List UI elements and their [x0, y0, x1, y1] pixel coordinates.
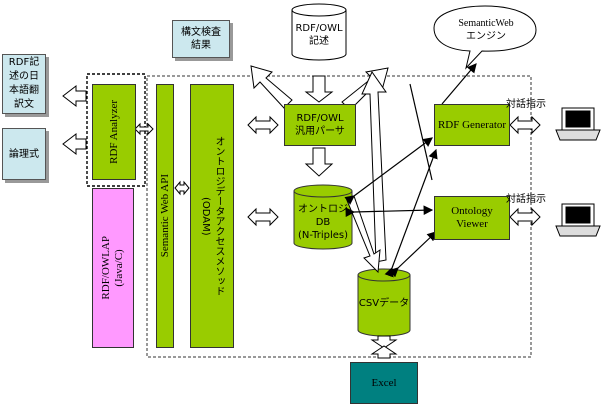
syntax-result-note: 構文検査 結果 [172, 20, 230, 58]
semantic-engine-label: SemanticWeb エンジン [458, 18, 514, 42]
csv-data-label: CSVデータ [358, 297, 410, 309]
arrow-parser-db [304, 147, 334, 177]
rdf-analyzer-box: RDF Analyzer [92, 84, 136, 180]
onto-db-cylinder [293, 184, 353, 250]
ontology-viewer-box: Ontology Viewer [434, 196, 510, 240]
arrow-generator-dialog [509, 115, 541, 135]
onto-db-label: オントロジ DB (N-Triples) [298, 203, 348, 241]
rdf-generator-box: RDF Generator [434, 104, 510, 146]
rdf-analyzer-label: RDF Analyzer [107, 100, 120, 164]
semantic-web-api-box: Semantic Web API [156, 84, 174, 348]
line-generator-engine [441, 63, 477, 105]
odam-box: オントロジデータアクセスメソッド (ODAM) [190, 84, 234, 348]
dialog-label-viewer: 対話指示 [506, 194, 546, 205]
arrow-api-odam [174, 180, 190, 196]
laptop-icon-2 [555, 203, 601, 237]
line-db-generator [344, 137, 433, 205]
logic-expression-note: 論理式 [2, 128, 46, 180]
line-db-viewer [345, 205, 434, 218]
arrow-to-translation [62, 84, 87, 108]
rdf-owl-parser-box: RDF/OWL 汎用パーサ [284, 104, 356, 146]
arrow-doc-parser [304, 75, 334, 103]
rdf-translation-note: RDF記 述の日 本語翻 訳文 [2, 54, 46, 114]
rdf-owlap-box: RDF/OWLAP (Java/C) [92, 188, 134, 348]
rdf-owlap-label: RDF/OWLAP (Java/C) [100, 236, 125, 300]
arrow-odam-parser [247, 115, 279, 135]
arrow-excel-csv [370, 345, 398, 359]
semantic-engine-cloud [433, 5, 537, 70]
arrow-to-logic [62, 132, 87, 156]
arrow-viewer-dialog [509, 207, 541, 227]
arrow-parser-syntax [250, 65, 293, 109]
arrow-odam-db [247, 207, 279, 227]
line-viewer-engine [409, 83, 433, 181]
system-boundary [146, 75, 532, 358]
line-csv-viewer [388, 231, 437, 278]
semantic-web-api-label: Semantic Web API [158, 174, 171, 258]
rdf-owl-doc-label: RDF/OWL 記述 [295, 23, 343, 47]
laptop-icon-1 [555, 107, 601, 141]
excel-box: Excel [350, 362, 418, 404]
odam-label: オントロジデータアクセスメソッド (ODAM) [200, 136, 224, 296]
rdf-owl-doc-cylinder [291, 3, 347, 61]
dialog-label-generator: 対話指示 [506, 99, 546, 110]
arrow-analyzer-api [134, 122, 154, 136]
arrow-csv-excel [370, 335, 398, 349]
